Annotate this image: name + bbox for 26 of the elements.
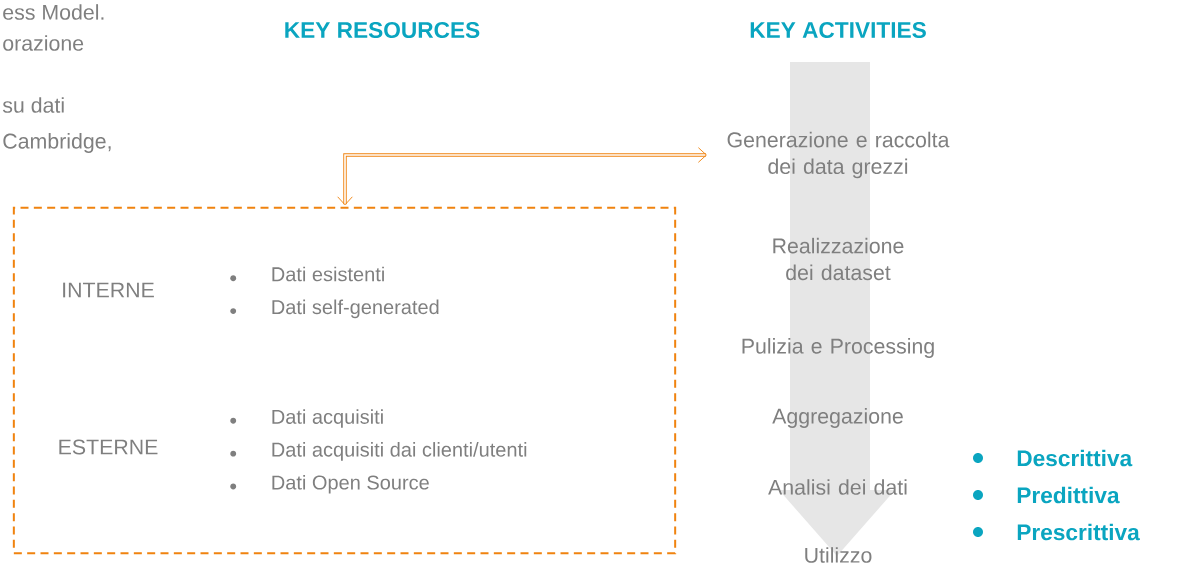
node-label: Dati acquisiti — [272, 409, 383, 428]
step-text: Analisi dei dati — [768, 479, 907, 495]
node-label: Dati acquisiti dai clienti/utenti — [272, 442, 527, 461]
arrow — [337, 147, 707, 206]
group-label: ESTERNE — [59, 439, 158, 455]
step-text: Pulizia e Processing — [742, 338, 934, 358]
section-heading: KEY ACTIVITIES — [750, 21, 926, 39]
list-item: Prescrittiva — [1017, 523, 1140, 541]
group-label: INTERNE — [63, 282, 154, 298]
step-text: Realizzazione dei dataset — [773, 237, 904, 281]
source-note: Cambridge, — [3, 133, 111, 153]
bullet-list: Dati esistenti Dati self-generated — [230, 266, 439, 319]
step-text: Utilizzo — [805, 547, 872, 563]
list-item: Predittiva — [1017, 486, 1120, 504]
step-text: Aggregazione — [772, 408, 903, 428]
node-label: Dati self-generated — [272, 299, 439, 319]
node-label: Dati Open Source — [272, 474, 429, 494]
section-heading: KEY RESOURCES — [285, 21, 480, 39]
step-text: Generazione e raccolta dei data grezzi — [727, 131, 950, 179]
source-note: orazione — [3, 35, 84, 51]
dashed-frame — [12, 206, 677, 555]
source-note: ess Model. — [3, 4, 104, 20]
node-label: Dati esistenti — [272, 266, 384, 282]
source-note: su dati — [2, 97, 64, 113]
list-item: Descrittiva — [1017, 449, 1133, 467]
bullet-list: Dati acquisiti Dati acquisiti dai clienti/utenti Dati Open Source — [230, 409, 527, 494]
